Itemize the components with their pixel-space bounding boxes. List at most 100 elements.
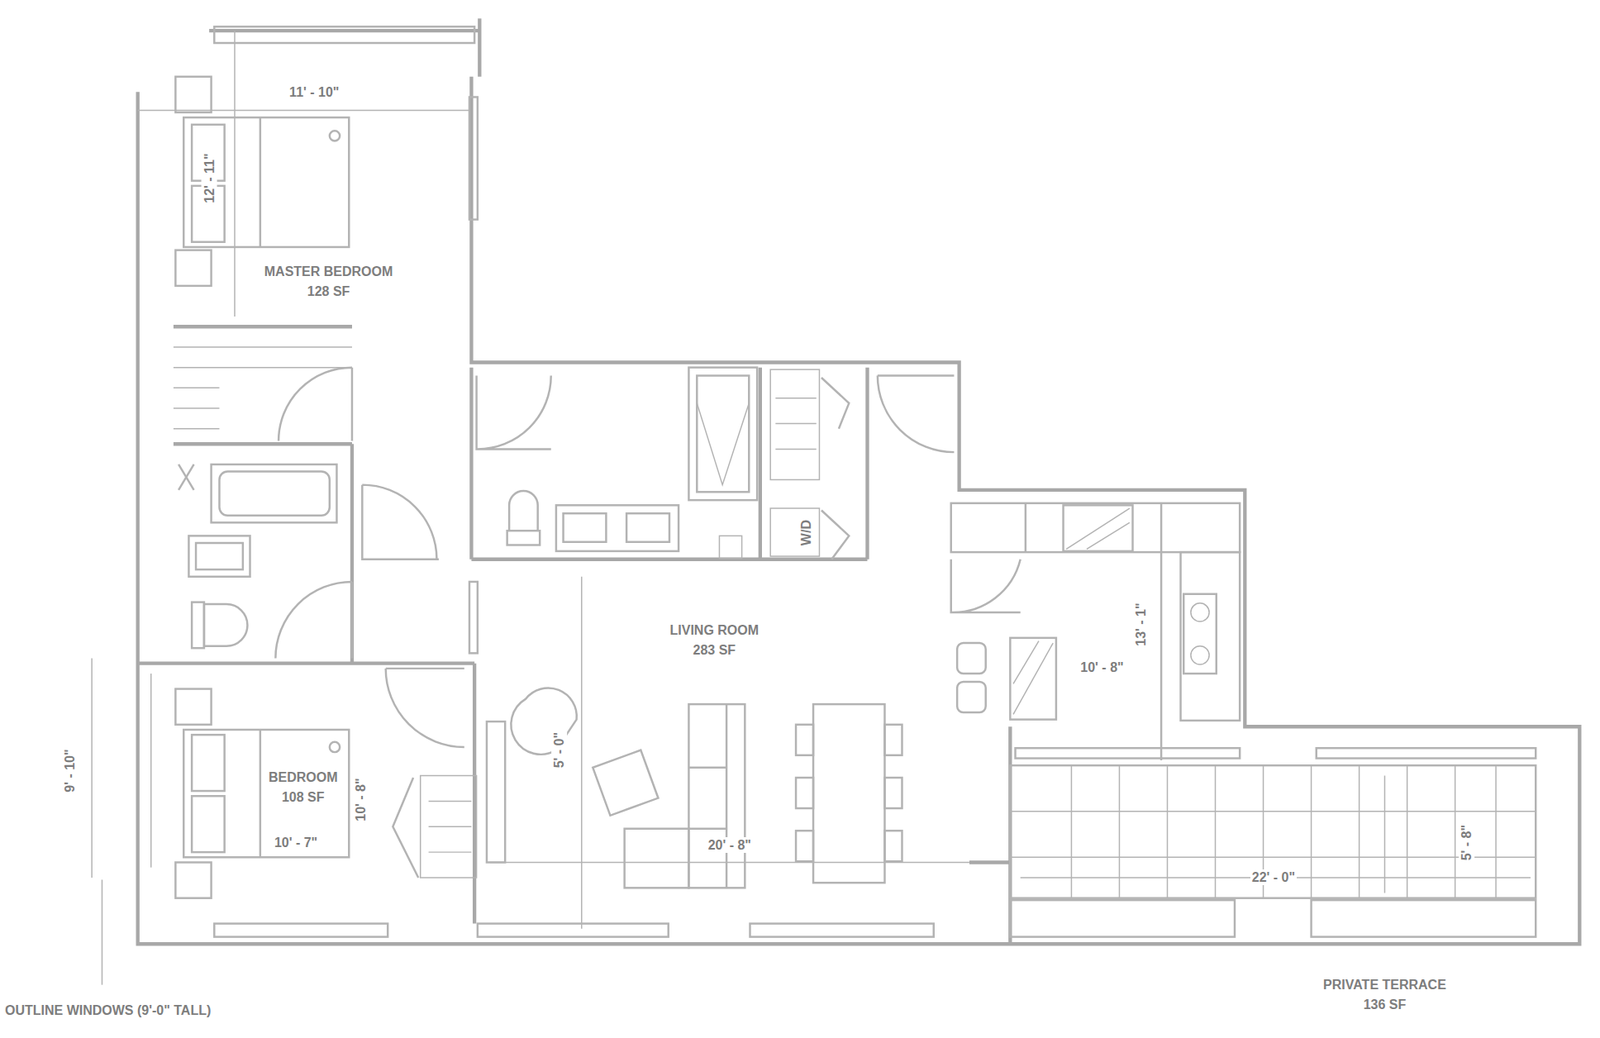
bed-fold bbox=[259, 729, 262, 858]
door-swing bbox=[361, 485, 439, 560]
dimension-lines bbox=[91, 30, 1531, 985]
floor-drain bbox=[719, 535, 742, 558]
chair bbox=[795, 830, 814, 862]
terrace-paving bbox=[1009, 765, 1536, 899]
nightstand bbox=[175, 250, 211, 286]
room-area: 128 SF bbox=[264, 281, 394, 302]
closet-rod bbox=[428, 826, 472, 828]
toilet-tank bbox=[191, 602, 205, 649]
appliance-label: W/D bbox=[798, 518, 815, 548]
closet-rod bbox=[775, 448, 816, 450]
dimension-text: 10' - 8" bbox=[352, 776, 368, 824]
dimension-line bbox=[138, 109, 470, 111]
pillow bbox=[191, 795, 225, 853]
counter bbox=[951, 503, 1240, 553]
dimension-text: 13' - 1" bbox=[1133, 600, 1149, 648]
range bbox=[1183, 594, 1217, 674]
closets bbox=[173, 347, 820, 878]
closet-rod bbox=[173, 428, 220, 429]
door-swing bbox=[476, 376, 552, 450]
sink-hatch bbox=[1066, 508, 1130, 549]
room-name: LIVING ROOM bbox=[670, 620, 760, 641]
dimension-text: 10' - 7" bbox=[272, 834, 320, 851]
stool bbox=[957, 681, 986, 713]
toilet bbox=[204, 604, 248, 647]
note-text: OUTLINE WINDOWS (9'-0" TALL) bbox=[3, 1002, 213, 1019]
bedroom-wall bbox=[138, 661, 475, 666]
closet-rod bbox=[428, 800, 472, 802]
paving-joint bbox=[1009, 810, 1536, 812]
kitchen bbox=[951, 503, 1240, 761]
vanity bbox=[556, 504, 679, 552]
room-area: 136 SF bbox=[1323, 995, 1447, 1015]
nightstand bbox=[175, 861, 211, 898]
chair bbox=[795, 724, 814, 756]
shower-slope bbox=[696, 403, 749, 486]
window bbox=[1311, 900, 1537, 937]
door-swing bbox=[275, 581, 353, 659]
closet-rod bbox=[173, 407, 220, 409]
chair bbox=[795, 777, 814, 809]
door-swing bbox=[385, 668, 465, 748]
bed-mark bbox=[329, 130, 340, 141]
leader-line bbox=[101, 879, 103, 985]
dimension-line bbox=[233, 30, 235, 317]
dimension-text: 9' - 10" bbox=[61, 747, 77, 794]
walls bbox=[138, 18, 1581, 944]
dimension-text: 11' - 10" bbox=[287, 84, 341, 100]
burner bbox=[1190, 603, 1210, 622]
window bbox=[477, 923, 669, 938]
door-swing bbox=[278, 367, 353, 442]
sink bbox=[195, 542, 243, 570]
windows bbox=[214, 26, 1536, 937]
window bbox=[214, 26, 475, 43]
dimension-line bbox=[90, 658, 92, 878]
sink bbox=[626, 513, 670, 543]
room-area: 108 SF bbox=[268, 787, 339, 808]
dimension-text: 10' - 8" bbox=[1078, 659, 1125, 676]
dimension-line bbox=[490, 861, 970, 863]
bathrooms bbox=[178, 367, 758, 649]
nightstand bbox=[175, 689, 211, 725]
toilet bbox=[509, 490, 539, 531]
closet-rod bbox=[428, 851, 472, 853]
bifold-door bbox=[392, 777, 419, 878]
closet-rod bbox=[173, 366, 353, 368]
shower bbox=[688, 367, 758, 501]
dimension-line bbox=[150, 673, 152, 868]
closet bbox=[770, 369, 820, 480]
shower bbox=[696, 376, 749, 493]
sofa bbox=[688, 704, 745, 888]
living-furniture bbox=[486, 688, 903, 889]
bed-mark bbox=[329, 742, 340, 753]
room-name: MASTER BEDROOM bbox=[264, 261, 394, 282]
window bbox=[469, 581, 478, 653]
chair bbox=[884, 777, 902, 809]
bifold-door bbox=[821, 377, 849, 560]
side-table bbox=[592, 750, 658, 816]
dimension-line bbox=[580, 576, 582, 929]
room-name: PRIVATE TERRACE bbox=[1323, 975, 1447, 996]
window bbox=[214, 923, 388, 938]
island bbox=[1009, 638, 1057, 720]
dimension-text: 12' - 11" bbox=[201, 152, 218, 205]
bath-wall bbox=[471, 557, 867, 562]
floor-drain bbox=[178, 464, 195, 491]
door-swing bbox=[951, 559, 1021, 613]
bath-wall bbox=[758, 367, 762, 560]
window bbox=[1316, 747, 1536, 758]
outer-wall bbox=[138, 76, 1581, 944]
top-wall bbox=[209, 28, 480, 33]
dimension-text: 5' - 0" bbox=[551, 730, 567, 770]
bathtub bbox=[219, 471, 329, 516]
closet-rod bbox=[173, 387, 220, 389]
kitchen-sink bbox=[1063, 504, 1134, 552]
sink bbox=[563, 513, 607, 543]
room-label: PRIVATE TERRACE136 SF bbox=[1319, 973, 1450, 1017]
room-label: MASTER BEDROOM128 SF bbox=[261, 260, 397, 304]
island-hatch bbox=[1013, 642, 1053, 715]
counter bbox=[1180, 552, 1241, 721]
fridge-line bbox=[1160, 503, 1162, 761]
dimension-text: 5' - 8" bbox=[1458, 823, 1475, 862]
